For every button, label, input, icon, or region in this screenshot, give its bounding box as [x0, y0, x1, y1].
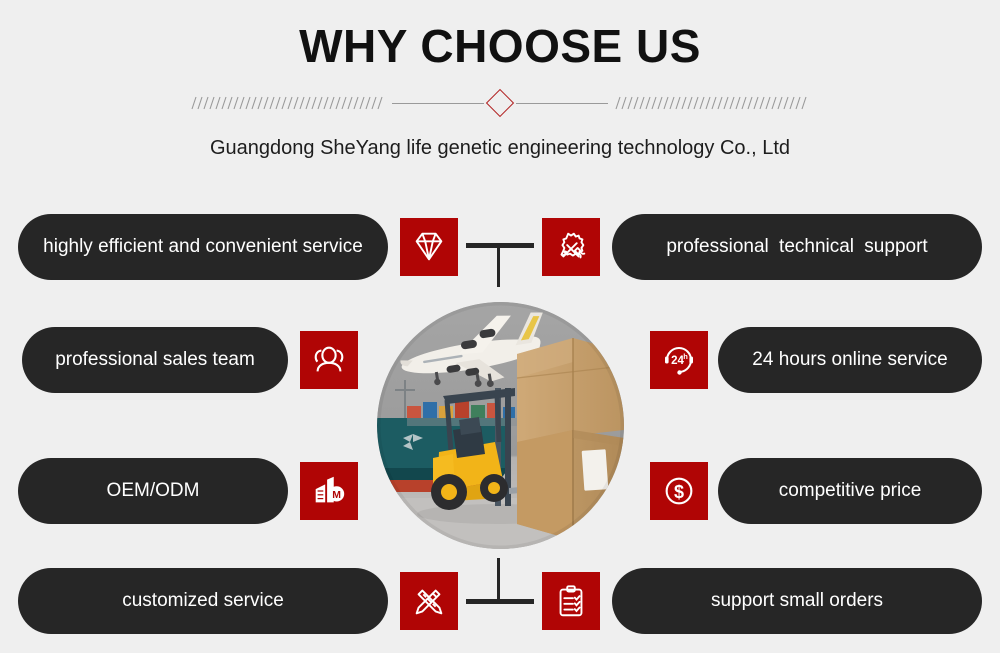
feature-label: highly efficient and convenient service: [43, 236, 363, 257]
feature-pill-oem-odm[interactable]: OEM/ODM: [18, 458, 288, 524]
logistics-photo: [377, 302, 624, 549]
feature-pill-small-orders[interactable]: support small orders: [612, 568, 982, 634]
clipboard-check-icon[interactable]: [542, 572, 600, 630]
page-title: WHY CHOOSE US: [299, 20, 701, 72]
connector-vertical-row1: [497, 243, 500, 287]
connector-horizontal-row4: [466, 599, 534, 604]
feature-pill-efficient-service[interactable]: highly efficient and convenient service: [18, 214, 388, 280]
feature-row-3: OEM/ODM M $ competi: [0, 458, 1000, 524]
feature-pill-technical-support[interactable]: professional technical support: [612, 214, 982, 280]
feature-pill-24h-service[interactable]: 24 hours online service: [718, 327, 982, 393]
feature-pill-customized-service[interactable]: customized service: [18, 568, 388, 634]
feature-label: professional technical support: [666, 236, 928, 257]
connector-horizontal-row1: [466, 243, 534, 248]
svg-text:h: h: [683, 352, 688, 361]
feature-label: customized service: [122, 590, 284, 611]
svg-text:M: M: [332, 490, 341, 501]
feature-label: professional sales team: [55, 349, 255, 370]
ornamental-divider: [190, 88, 810, 118]
divider-line-right: [516, 102, 608, 104]
dollar-circle-icon[interactable]: $: [650, 462, 708, 520]
gear-tools-icon[interactable]: [542, 218, 600, 276]
feature-row-4: customized service: [0, 558, 1000, 634]
divider-line-left: [392, 102, 484, 104]
hatch-left-icon: [191, 96, 383, 110]
factory-1m-icon[interactable]: M: [300, 462, 358, 520]
svg-text:24: 24: [671, 355, 684, 367]
company-name: Guangdong SheYang life genetic engineeri…: [209, 137, 791, 159]
pencil-ruler-icon[interactable]: [400, 572, 458, 630]
diamond-ornament-icon: [485, 88, 515, 118]
feature-row-1: highly efficient and convenient service: [0, 214, 1000, 287]
feature-label: OEM/ODM: [106, 480, 200, 501]
feature-pill-sales-team[interactable]: professional sales team: [22, 327, 288, 393]
diamond-gem-icon[interactable]: [400, 218, 458, 276]
connector-vertical-row4: [497, 558, 500, 602]
users-group-icon[interactable]: [300, 331, 358, 389]
hatch-right-icon: [615, 96, 807, 110]
headset-24h-icon[interactable]: 24 h: [650, 331, 708, 389]
feature-label: competitive price: [778, 480, 922, 501]
feature-row-2: professional sales team: [0, 327, 1000, 393]
feature-label: 24 hours online service: [752, 349, 948, 370]
feature-pill-competitive-price[interactable]: competitive price: [718, 458, 982, 524]
svg-text:$: $: [674, 482, 684, 502]
feature-label: support small orders: [710, 590, 884, 611]
